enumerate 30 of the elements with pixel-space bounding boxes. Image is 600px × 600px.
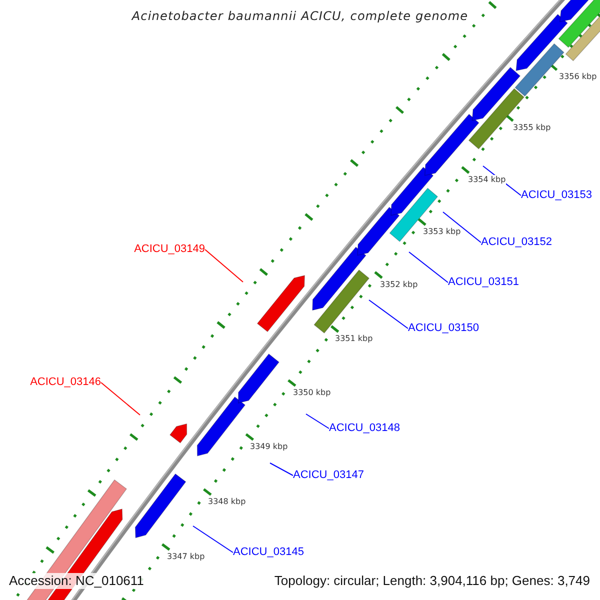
gene-label: ACICU_03150 — [408, 322, 479, 335]
gene-label: ACICU_03146 — [30, 376, 101, 389]
gene-label: ACICU_03148 — [329, 422, 400, 435]
scale-label: 3353 kbp — [423, 227, 461, 237]
scale-label: 3349 kbp — [250, 442, 288, 452]
leader-line — [306, 414, 330, 429]
gene-label: ACICU_03153 — [521, 189, 592, 202]
leader-line — [442, 212, 482, 243]
scale-label: 3352 kbp — [380, 280, 418, 290]
leader-line — [204, 249, 244, 282]
scale-label: 3350 kbp — [293, 388, 331, 398]
leader-line — [368, 300, 408, 329]
genome-title: Acinetobacter baumannii ACICU, complete genome — [132, 9, 468, 23]
scale-label: 3354 kbp — [468, 175, 506, 185]
gene-label: ACICU_03145 — [233, 546, 304, 559]
leader-line — [270, 462, 294, 476]
gene-label: ACICU_03149 — [134, 243, 205, 256]
leader-line — [408, 252, 448, 283]
accession-text: Accession: NC_010611 — [8, 573, 145, 589]
scale-label: 3348 kbp — [208, 497, 246, 507]
gene-label: ACICU_03152 — [481, 236, 552, 249]
gene-label: ACICU_03151 — [448, 276, 519, 289]
scale-label: 3351 kbp — [335, 334, 373, 344]
leader-line — [100, 382, 140, 416]
scale-label: 3356 kbp — [559, 72, 597, 82]
scale-label: 3347 kbp — [167, 552, 205, 562]
scale-label: 3355 kbp — [513, 123, 551, 133]
gene-label: ACICU_03147 — [293, 469, 364, 482]
genome-info-text: Topology: circular; Length: 3,904,116 bp; Genes: 3,749 — [273, 573, 591, 589]
leader-line — [192, 526, 234, 553]
